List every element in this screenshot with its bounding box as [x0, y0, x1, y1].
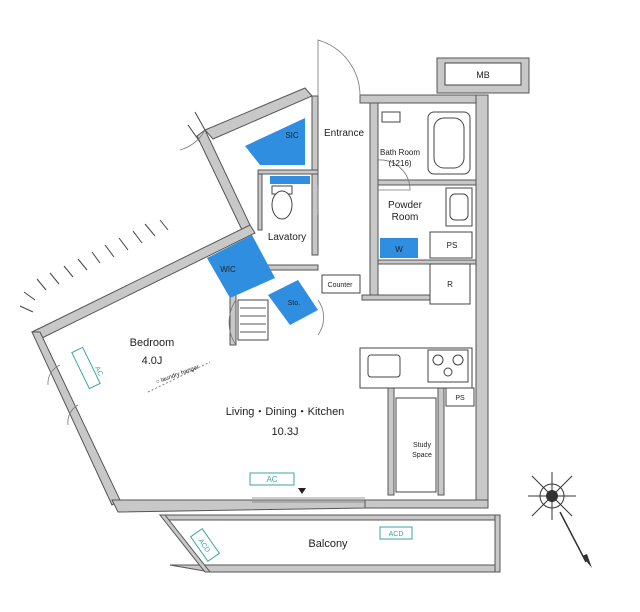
bedroom-shelf [237, 299, 269, 341]
acd-right-box [379, 526, 413, 540]
powder-room-label-2: Room [392, 212, 419, 223]
bath-room-label: Bath Room [380, 148, 420, 157]
sic-storage [245, 118, 305, 165]
acd-left-box [189, 528, 221, 562]
balcony-label: Balcony [308, 538, 348, 550]
ps-box-top [429, 231, 473, 259]
sto-storage [268, 280, 318, 325]
ps-top-label: PS [447, 241, 458, 250]
w-label: W [395, 245, 403, 254]
lavatory-shelf [270, 176, 310, 184]
doors [47, 39, 411, 503]
entrance-label: Entrance [324, 128, 364, 139]
walls [31, 87, 501, 573]
bedroom-size-label: 4.0J [142, 355, 163, 367]
study-label-1: Study [413, 442, 431, 449]
wic-label: WIC [220, 265, 236, 274]
toilet-bowl [271, 190, 293, 220]
acd-right-label: ACD [389, 531, 404, 538]
counter-bar [321, 274, 361, 294]
fixtures [147, 111, 475, 494]
study-label-2: Space [412, 452, 432, 459]
ldk-label: Living・Dining・Kitchen [226, 406, 345, 418]
left-window-grille [19, 111, 206, 313]
powder-room-label-1: Powder [388, 200, 423, 211]
compass-icon [528, 472, 592, 568]
washer-pan [380, 238, 418, 258]
ldk-size-label: 10.3J [272, 426, 299, 438]
ps-box-kitchen [445, 387, 475, 407]
meter-box: MB [436, 57, 530, 94]
bath-size-label: (1216) [388, 159, 411, 168]
counter-label: Counter [328, 282, 354, 289]
ps-kitchen-label: PS [455, 395, 465, 402]
bedroom-label: Bedroom [130, 337, 175, 349]
ac-bedroom-label: AC [93, 365, 104, 377]
ac-ldk-box [249, 472, 295, 486]
ac-units: AC AC ACD ACD [71, 346, 413, 562]
wic-storage [207, 235, 275, 298]
ac-bedroom-box [71, 346, 101, 390]
laundry-hanger-label: ○ laundry hanger [155, 364, 200, 385]
sink [367, 354, 401, 378]
ac-ldk-label: AC [266, 475, 277, 484]
mb-label: MB [476, 70, 490, 80]
sic-label: SIC [285, 131, 299, 140]
study-desk [395, 397, 437, 493]
r-label: R [447, 280, 453, 289]
fridge-box [429, 263, 471, 305]
sto-label: Sto. [288, 300, 301, 307]
lavatory-label: Lavatory [268, 232, 306, 243]
cooktop [427, 349, 469, 383]
